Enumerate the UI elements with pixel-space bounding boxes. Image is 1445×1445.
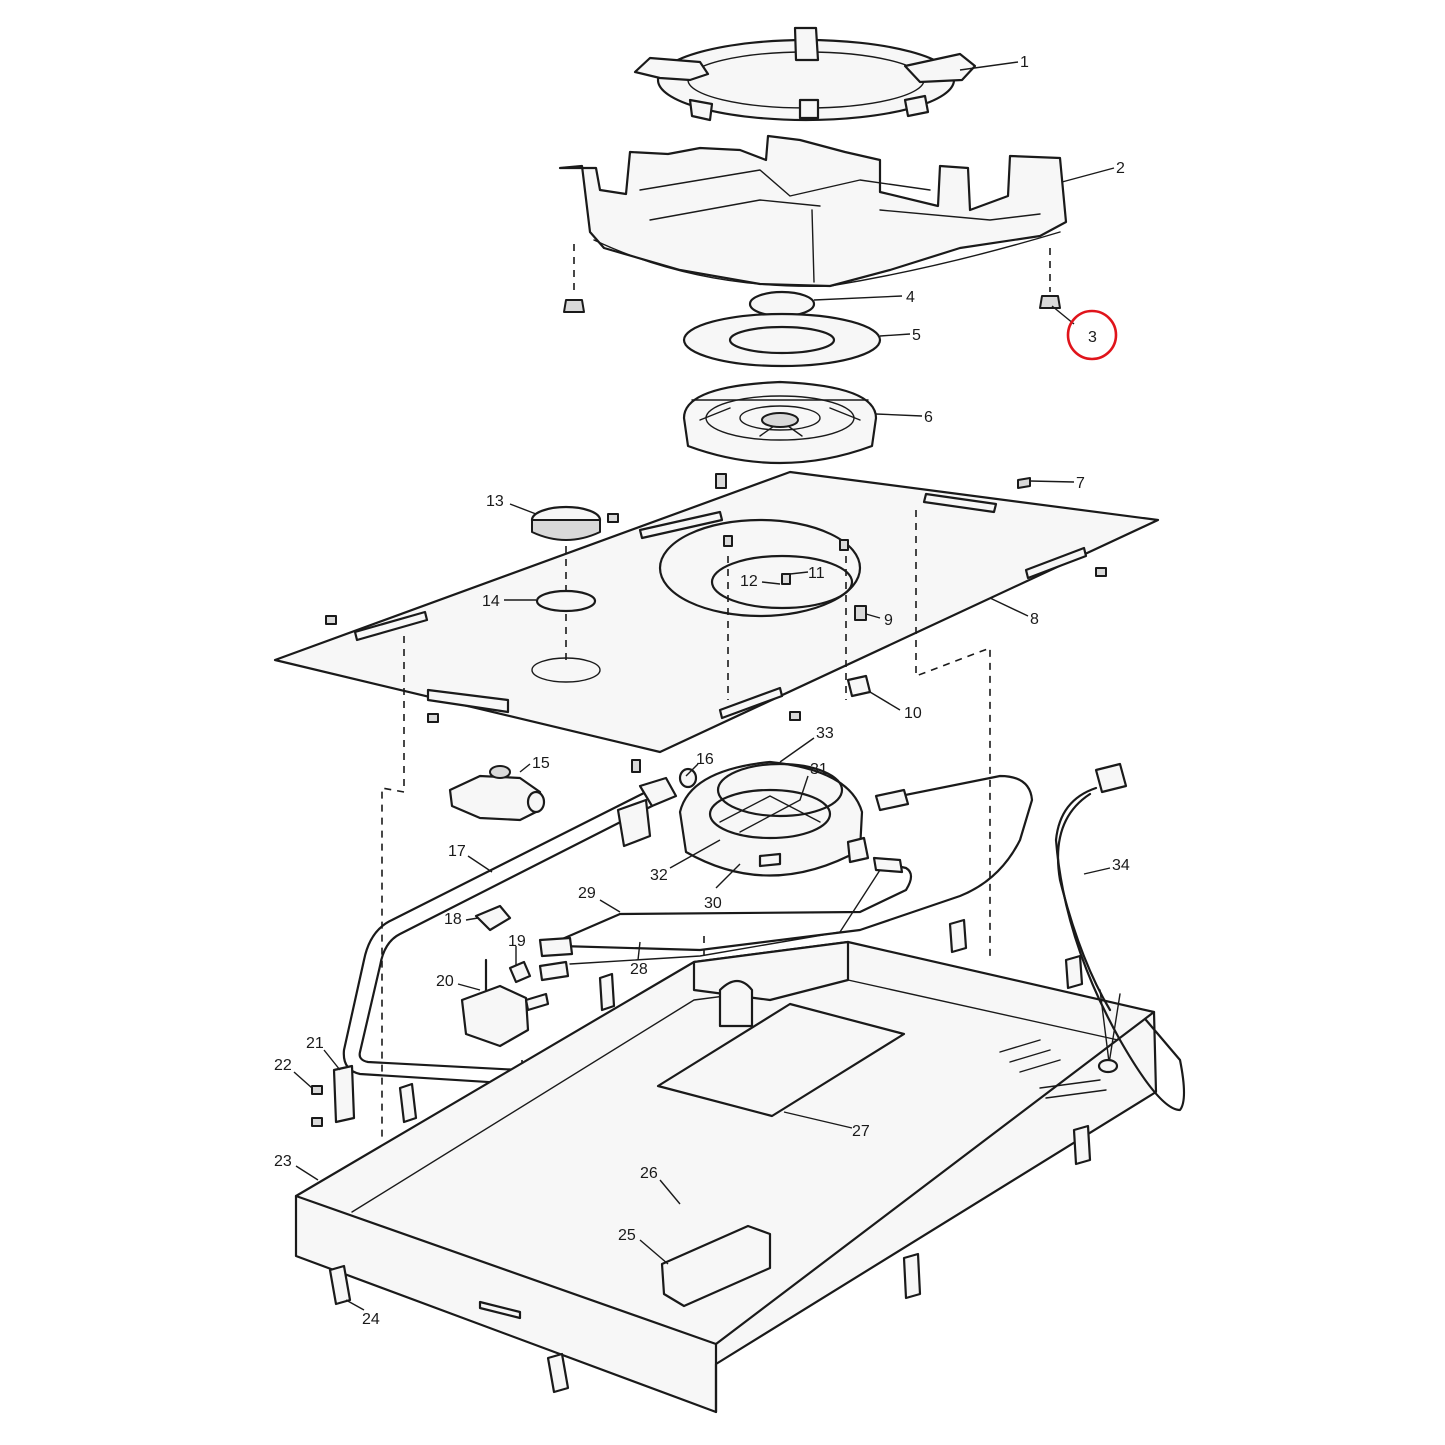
callout-13: 13: [486, 493, 504, 510]
part-5-outer-cap: [682, 312, 882, 368]
callout-33: 33: [816, 725, 834, 742]
callout-5: 5: [912, 327, 921, 344]
callout-22: 22: [274, 1057, 292, 1074]
callout-11: 11: [808, 565, 825, 582]
callout-2: 2: [1116, 160, 1125, 177]
part-10-bracket: [846, 674, 872, 698]
callout-9: 9: [884, 612, 893, 629]
callout-10: 10: [904, 705, 922, 722]
part-6-burner-head: [682, 380, 878, 465]
callout-3-highlight-circle: [1066, 309, 1118, 361]
callout-20: 20: [436, 973, 454, 990]
part-2-pan-support: [558, 134, 1068, 288]
callout-34: 34: [1112, 857, 1130, 874]
callout-29: 29: [578, 885, 596, 902]
callout-17: 17: [448, 843, 466, 860]
callout-8: 8: [1030, 611, 1039, 628]
part-24-mounting-clips: [328, 918, 1092, 1394]
part-29-tubes: [558, 774, 1034, 965]
callout-25: 25: [618, 1227, 636, 1244]
callout-21: 21: [306, 1035, 324, 1052]
callout-15: 15: [532, 755, 550, 772]
part-3-rubber-feet: [563, 244, 1061, 313]
callout-18: 18: [444, 911, 462, 928]
callout-30: 30: [704, 895, 722, 912]
callout-7: 7: [1076, 475, 1085, 492]
part-30-burner-body: [678, 760, 870, 877]
callout-4: 4: [906, 289, 915, 306]
callout-16: 16: [696, 751, 714, 768]
callout-24: 24: [362, 1311, 380, 1328]
callout-19: 19: [508, 933, 526, 950]
callout-12: 12: [740, 573, 758, 590]
leader-lines: [293, 61, 1115, 1311]
callout-23: 23: [274, 1153, 292, 1170]
small-screws: [325, 473, 1107, 773]
part-34-power-cord: [1054, 762, 1186, 1112]
part-20-gas-valve: [460, 904, 574, 1048]
callout-14: 14: [482, 593, 500, 610]
part-1-wok-ring: [633, 26, 977, 122]
callout-26: 26: [640, 1165, 658, 1182]
part-15-regulator: [448, 765, 546, 822]
callout-28: 28: [630, 961, 648, 978]
callout-3: 3: [1088, 329, 1097, 346]
callout-6: 6: [924, 409, 933, 426]
callout-32: 32: [650, 867, 668, 884]
part-23-base-tray: [294, 940, 1158, 1414]
part-4-burner-cap: [748, 290, 816, 318]
callout-1: 1: [1020, 54, 1029, 71]
part-21-clamp: [311, 1064, 356, 1127]
part-8-glass-top: [273, 470, 1160, 754]
part-25-bracket: [660, 1224, 772, 1308]
callout-27: 27: [852, 1123, 870, 1140]
callout-31: 31: [810, 761, 828, 778]
callout-labels: 1 2 3 4 5 6 7 8 9 10 11 12 13 14 15 16 1…: [274, 54, 1130, 1328]
